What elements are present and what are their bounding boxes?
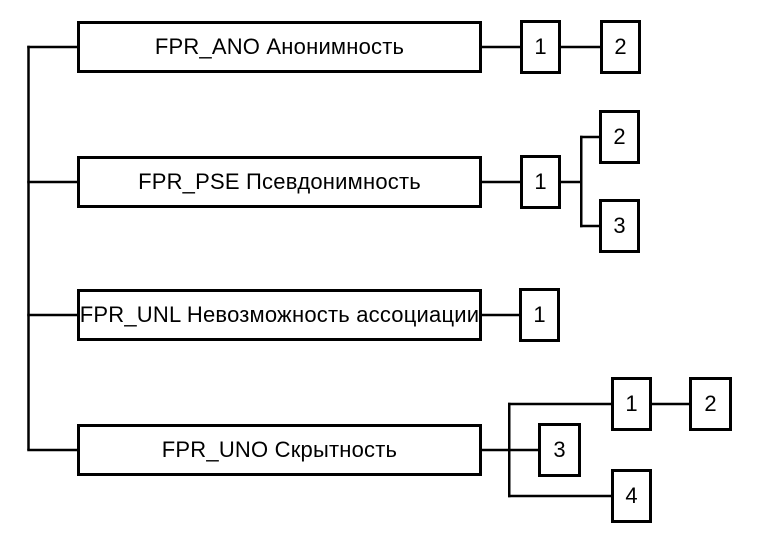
family-box-fpr-unl: FPR_UNL Невозможность ассоциации <box>77 289 482 341</box>
component-box-fpr-pse-1: 1 <box>520 155 561 209</box>
component-box-fpr-pse-2: 2 <box>599 110 640 164</box>
component-box-fpr-pse-3: 3 <box>599 199 640 253</box>
family-box-fpr-uno: FPR_UNO Скрытность <box>77 424 482 476</box>
component-box-fpr-uno-2: 2 <box>689 377 732 431</box>
family-label-fpr-pse: FPR_PSE Псевдонимность <box>138 169 421 194</box>
component-box-fpr-unl-1: 1 <box>519 288 560 342</box>
component-box-fpr-uno-3: 3 <box>538 423 581 477</box>
component-box-fpr-uno-4: 4 <box>611 469 652 523</box>
family-label-fpr-uno: FPR_UNO Скрытность <box>161 437 398 462</box>
family-label-fpr-ano: FPR_ANO Анонимность <box>154 34 405 59</box>
family-label-fpr-unl: FPR_UNL Невозможность ассоциации <box>79 302 480 327</box>
component-box-fpr-uno-1: 1 <box>611 377 652 431</box>
component-box-fpr-ano-1: 1 <box>520 20 561 74</box>
family-box-fpr-pse: FPR_PSE Псевдонимность <box>77 156 482 208</box>
component-box-fpr-ano-2: 2 <box>600 20 641 74</box>
family-box-fpr-ano: FPR_ANO Анонимность <box>77 21 482 73</box>
